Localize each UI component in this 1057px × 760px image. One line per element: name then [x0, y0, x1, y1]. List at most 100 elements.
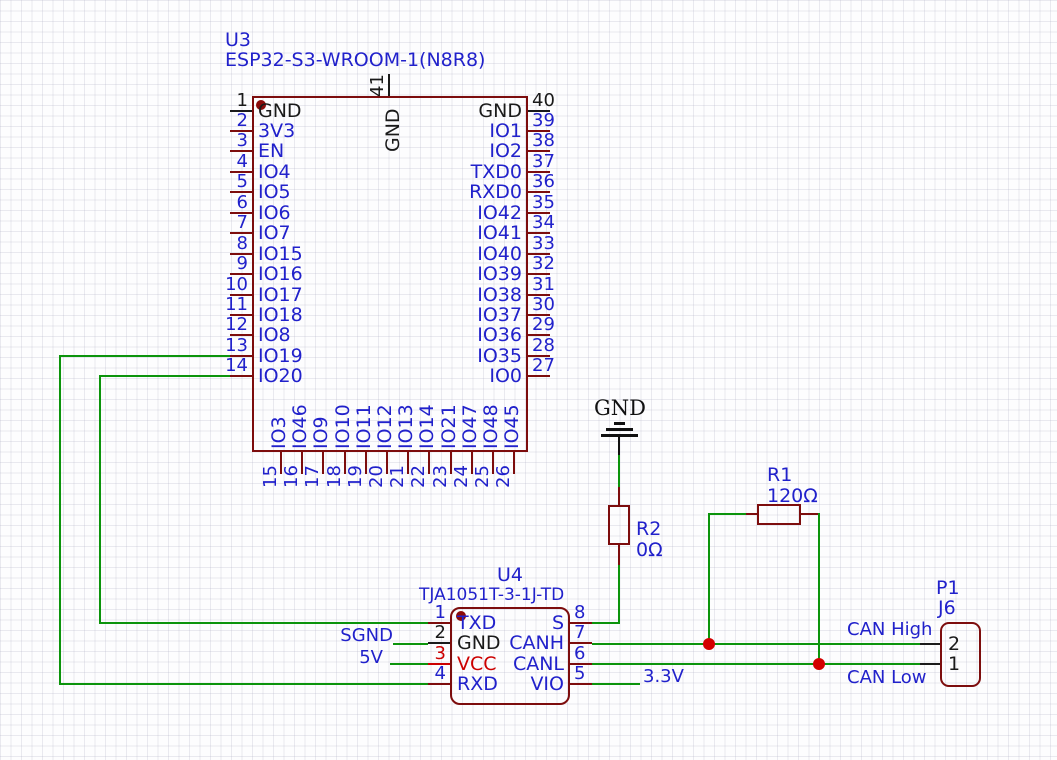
u3-pin-26-name[interactable]: IO45: [501, 404, 523, 449]
u3-pin-25-number[interactable]: 25: [472, 465, 493, 488]
wire-vio-3v3[interactable]: [592, 683, 640, 685]
u3-pin-6-name[interactable]: IO6: [258, 202, 291, 224]
u3-pin-38-number[interactable]: 38: [532, 130, 555, 151]
u3-pin-2-name[interactable]: 3V3: [258, 120, 296, 142]
p1-pin-2-number[interactable]: 2: [947, 633, 961, 655]
wire-io20-txd[interactable]: [99, 375, 101, 624]
u3-pin-13-name[interactable]: IO19: [258, 345, 303, 367]
u3-pin-28-name[interactable]: IO35: [477, 345, 522, 367]
u4-reference[interactable]: U4: [497, 564, 523, 586]
u3-pin-9-name[interactable]: IO16: [258, 263, 303, 285]
u3-pin-35-number[interactable]: 35: [532, 192, 555, 213]
wire-r2-gnd[interactable]: [618, 455, 620, 487]
wire-sgnd[interactable]: [393, 643, 428, 645]
u3-pin-33-name[interactable]: IO40: [477, 243, 522, 265]
u3-pin-3-name[interactable]: EN: [258, 140, 285, 162]
wire-io19-rxd[interactable]: [60, 355, 230, 357]
wire-canl[interactable]: [592, 663, 920, 665]
u3-pin-33-number[interactable]: 33: [532, 233, 555, 254]
u3-pin-17-number[interactable]: 17: [302, 465, 323, 488]
u3-pin-16-number[interactable]: 16: [281, 465, 302, 488]
u4-pin-1-number[interactable]: 1: [434, 602, 446, 623]
u3-pin-39-number[interactable]: 39: [532, 110, 555, 131]
u3-pin-27-number[interactable]: 27: [532, 355, 555, 376]
u3-pin-21-number[interactable]: 21: [387, 465, 408, 488]
u3-pin-38-name[interactable]: IO2: [489, 140, 522, 162]
u3-pin-24-name[interactable]: IO47: [459, 404, 481, 449]
u3-pin-18-name[interactable]: IO10: [332, 404, 354, 449]
u3-pin-19-name[interactable]: IO11: [353, 404, 375, 449]
u3-pin-26-number[interactable]: 26: [493, 465, 514, 488]
u3-body[interactable]: [252, 96, 528, 452]
u4-pin-5-name[interactable]: VIO: [530, 673, 564, 695]
u4-pin-5-number[interactable]: 5: [574, 663, 586, 684]
u3-pin-32-name[interactable]: IO39: [477, 263, 522, 285]
u3-reference[interactable]: U3: [225, 29, 251, 51]
p1-value[interactable]: J6: [938, 597, 956, 619]
u4-pin-3-number[interactable]: 3: [434, 643, 446, 664]
p1-pin-1-number[interactable]: 1: [947, 653, 961, 675]
u4-pin-8-number[interactable]: 8: [574, 602, 586, 623]
u3-pin-7-number[interactable]: 7: [236, 212, 248, 233]
u3-pin-15-number[interactable]: 15: [260, 465, 281, 488]
u3-pin-34-number[interactable]: 34: [532, 212, 555, 233]
u3-pin-32-number[interactable]: 32: [532, 253, 555, 274]
u3-pin-35-name[interactable]: IO42: [477, 202, 522, 224]
wire-io19-rxd[interactable]: [59, 683, 428, 685]
wire-canh[interactable]: [592, 643, 920, 645]
u3-pin-23-number[interactable]: 23: [430, 465, 451, 488]
wire-io20-txd[interactable]: [99, 622, 428, 624]
u3-pin-10-name[interactable]: IO17: [258, 284, 303, 306]
u3-pin-22-name[interactable]: IO14: [416, 404, 438, 449]
u4-pin-2-name[interactable]: GND: [457, 632, 501, 654]
u3-pin-29-number[interactable]: 29: [532, 314, 555, 335]
u4-pin-7-name[interactable]: CANH: [509, 632, 564, 654]
netlabel-3v3[interactable]: 3.3V: [643, 666, 684, 687]
u3-pin-22-number[interactable]: 22: [408, 465, 429, 488]
r1-reference[interactable]: R1: [767, 464, 793, 486]
u3-pin-39-name[interactable]: IO1: [489, 120, 522, 142]
u4-pin-7-number[interactable]: 7: [574, 622, 586, 643]
u3-pin-40-number[interactable]: 40: [532, 90, 555, 111]
u3-pin-10-number[interactable]: 10: [225, 274, 248, 295]
wire-r1-canh[interactable]: [709, 513, 746, 515]
u3-pin-13-number[interactable]: 13: [225, 335, 248, 356]
u3-pin-30-number[interactable]: 30: [532, 294, 555, 315]
netlabel-can-low[interactable]: CAN Low: [847, 667, 927, 688]
u3-pin-21-name[interactable]: IO13: [395, 404, 417, 449]
u3-pin-9-number[interactable]: 9: [236, 253, 248, 274]
u3-pin-36-number[interactable]: 36: [532, 171, 555, 192]
u4-pin-3-name[interactable]: VCC: [457, 653, 497, 675]
netlabel-can-high[interactable]: CAN High: [847, 619, 933, 640]
wire-io19-rxd[interactable]: [59, 355, 61, 685]
r2-body[interactable]: [608, 505, 630, 545]
u3-pin-11-name[interactable]: IO18: [258, 304, 303, 326]
wire-r1-canh[interactable]: [708, 513, 710, 645]
wire-io20-txd[interactable]: [100, 375, 230, 377]
u3-pin-12-number[interactable]: 12: [225, 314, 248, 335]
u4-pin-1-name[interactable]: TXD: [457, 612, 497, 634]
wire-s-r2[interactable]: [592, 622, 620, 624]
u3-pin-31-name[interactable]: IO38: [477, 284, 522, 306]
u3-pin-41-number[interactable]: 41: [367, 74, 388, 97]
u3-pin-15-name[interactable]: IO3: [268, 416, 290, 449]
u3-pin-1-name[interactable]: GND: [258, 100, 302, 122]
u3-pin-1-number[interactable]: 1: [236, 90, 248, 111]
r1-value[interactable]: 120Ω: [767, 485, 818, 507]
u3-pin-5-name[interactable]: IO5: [258, 181, 291, 203]
u4-pin-2-number[interactable]: 2: [434, 622, 446, 643]
u4-value[interactable]: TJA1051T-3-1J-TD: [419, 585, 565, 605]
u3-pin-8-name[interactable]: IO15: [258, 243, 303, 265]
u3-pin-31-number[interactable]: 31: [532, 274, 555, 295]
u3-pin-41-name[interactable]: GND: [382, 108, 404, 152]
p1-reference[interactable]: P1: [936, 577, 960, 599]
u3-pin-4-number[interactable]: 4: [236, 151, 248, 172]
u3-pin-34-name[interactable]: IO41: [477, 222, 522, 244]
u4-pin-8-name[interactable]: S: [551, 612, 564, 634]
u3-pin-36-name[interactable]: RXD0: [469, 181, 522, 203]
u3-pin-25-name[interactable]: IO48: [480, 404, 502, 449]
u3-pin-30-name[interactable]: IO37: [477, 304, 522, 326]
wire-s-r2[interactable]: [618, 565, 620, 624]
u4-pin-6-name[interactable]: CANL: [512, 653, 564, 675]
u3-pin-14-name[interactable]: IO20: [258, 365, 303, 387]
